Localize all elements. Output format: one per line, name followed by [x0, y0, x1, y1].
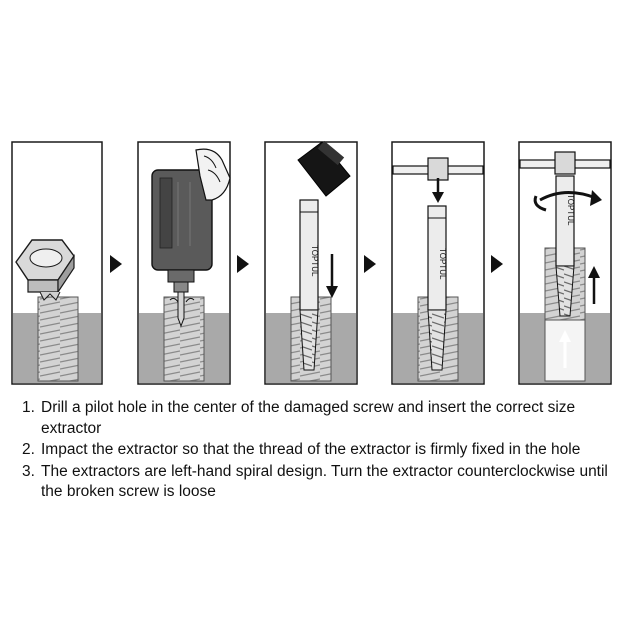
step-text: The extractors are left-hand spiral desi… — [41, 462, 608, 501]
arrow-down-icon — [432, 178, 444, 203]
arrow-up-icon — [559, 330, 571, 368]
step-number: 3. — [22, 462, 35, 480]
extractor-brand-label: TOPTUL — [310, 245, 319, 277]
panel-4-insert-wrench: TOPTUL — [391, 141, 485, 385]
power-drill-icon — [151, 148, 231, 328]
arrow-right-icon — [491, 255, 503, 273]
arrow-up-icon — [588, 266, 600, 304]
panel-3-impact: TOPTUL — [264, 140, 358, 385]
arrow-right-icon — [364, 255, 376, 273]
panel-1-broken-screw — [11, 141, 103, 385]
process-diagram: TOPTUL TOPTUL — [11, 140, 612, 385]
extractor-bit: TOPTUL — [427, 205, 447, 371]
instruction-step: 3. The extractors are left-hand spiral d… — [22, 462, 612, 503]
step-text: Drill a pilot hole in the center of the … — [41, 399, 576, 437]
extractor-brand-label: TOPTUL — [438, 248, 447, 280]
instruction-list: 1. Drill a pilot hole in the center of t… — [22, 398, 612, 504]
step-number: 1. — [22, 399, 35, 416]
bolt-head-icon — [15, 239, 75, 301]
instruction-step: 2. Impact the extractor so that the thre… — [22, 440, 612, 461]
extractor-brand-label: TOPTUL — [566, 194, 575, 226]
step-number: 2. — [22, 441, 35, 458]
instruction-step: 1. Drill a pilot hole in the center of t… — [22, 398, 612, 439]
panel-2-drilling — [137, 141, 231, 385]
arrow-right-icon — [110, 255, 122, 273]
panel-5-turn-counterclockwise: TOPTUL — [518, 141, 612, 385]
t-handle-wrench-icon — [519, 151, 611, 175]
t-handle-wrench-icon — [392, 157, 484, 181]
rotation-arrow-icon — [533, 190, 602, 212]
screw-thread — [37, 296, 79, 382]
arrow-down-icon — [326, 254, 338, 298]
arrow-right-icon — [237, 255, 249, 273]
extractor-bit: TOPTUL — [299, 199, 319, 371]
hammer-icon — [297, 140, 351, 197]
extractor-bit: TOPTUL — [555, 175, 575, 317]
step-text: Impact the extractor so that the thread … — [41, 441, 581, 458]
